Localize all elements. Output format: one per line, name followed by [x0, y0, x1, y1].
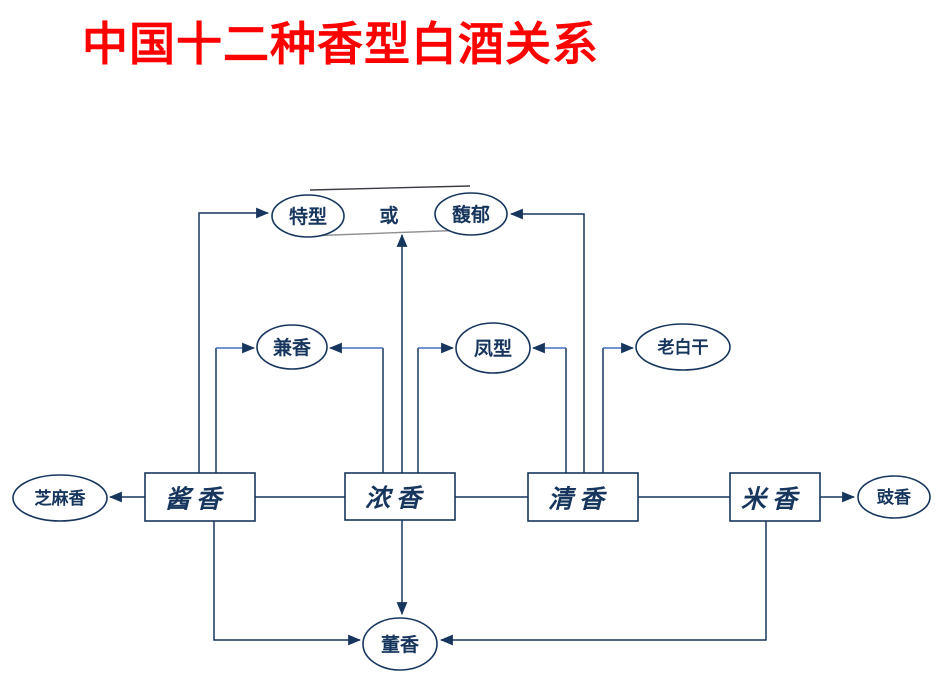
texing-ellipse — [271, 194, 345, 238]
node-jiangxiang: 酱香 — [144, 472, 256, 522]
edge-mixiang-dongxiang — [439, 521, 767, 646]
fuyu-label: 馥郁 — [452, 203, 490, 226]
node-fengxing: 凤型 — [455, 322, 531, 374]
node-mixiang: 米香 — [729, 472, 821, 522]
node-laobaigan: 老白干 — [635, 323, 731, 371]
band-top-line — [309, 185, 471, 191]
edge-qingxiang-fuyu — [509, 208, 585, 473]
texing-label: 特型 — [289, 205, 327, 228]
jianxiang-label: 兼香 — [273, 336, 312, 359]
fengxing-label: 凤型 — [474, 337, 512, 360]
nongxiang-rect — [344, 472, 456, 521]
node-texing: 特型 — [271, 194, 345, 238]
node-chixiang: 豉香 — [857, 475, 931, 519]
nodes: 特型 或 馥郁 兼香 凤型 老白干 芝麻香 — [12, 192, 931, 671]
qingxiang-rect — [527, 472, 639, 522]
chixiang-label: 豉香 — [877, 487, 911, 508]
qingxiang-label: 清香 — [548, 485, 610, 514]
laobaigan-label: 老白干 — [657, 337, 709, 358]
mixiang-label: 米香 — [741, 485, 803, 514]
mixiang-rect — [729, 472, 821, 522]
jianxiang-ellipse — [256, 324, 328, 370]
node-dongxiang: 董香 — [362, 617, 438, 671]
chixiang-ellipse — [857, 475, 931, 519]
fuyu-ellipse — [434, 192, 508, 236]
zhimaxiang-label: 芝麻香 — [35, 488, 86, 509]
or-band — [305, 185, 471, 237]
node-zhimaxiang: 芝麻香 — [12, 474, 108, 522]
jiangxiang-label: 酱香 — [165, 485, 227, 514]
fengxing-ellipse — [455, 322, 531, 374]
edge-jiangxiang-texing — [198, 207, 270, 473]
laobaigan-ellipse — [635, 323, 731, 371]
band-bottom-line — [305, 229, 469, 237]
or-word-label: 或 — [379, 204, 398, 227]
node-nongxiang: 浓香 — [344, 472, 456, 521]
jiangxiang-rect — [144, 472, 256, 522]
dongxiang-ellipse — [362, 617, 438, 671]
edge-jiangxiang-dongxiang — [213, 521, 362, 646]
dongxiang-label: 董香 — [381, 634, 420, 656]
zhimaxiang-ellipse — [12, 474, 108, 522]
slide-title: 中国十二种香型白酒关系 — [82, 17, 599, 71]
node-qingxiang: 清香 — [527, 472, 639, 522]
connectors — [108, 207, 856, 646]
nongxiang-label: 浓香 — [365, 484, 427, 513]
node-jianxiang: 兼香 — [256, 324, 328, 370]
node-fuyu: 馥郁 — [434, 192, 508, 236]
